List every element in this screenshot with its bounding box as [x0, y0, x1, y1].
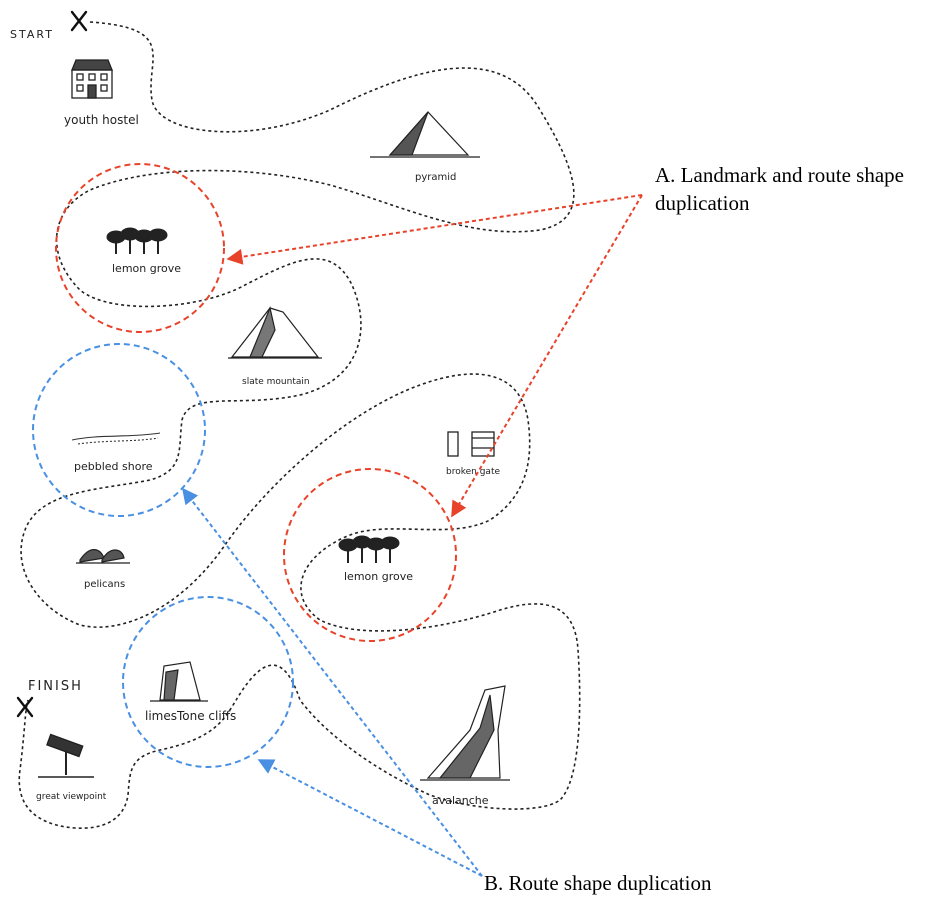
great-viewpoint-icon	[38, 733, 94, 778]
landmark-duplication-circle	[283, 468, 457, 642]
annotation-a-line2: duplication	[655, 191, 750, 215]
pyramid-icon	[370, 111, 480, 158]
pyramid-label: pyramid	[415, 172, 456, 183]
start-label: START	[10, 28, 54, 41]
slate-mountain-label: slate mountain	[242, 377, 310, 387]
pebbled-shore-icon	[71, 432, 161, 445]
avalanche-icon	[420, 685, 510, 781]
annotation-a-line1: A. Landmark and route shape	[655, 163, 904, 187]
landmark-duplication-arrow	[226, 194, 643, 265]
lemon-grove-label: lemon grove	[112, 262, 181, 275]
lemon-grove-icon	[338, 535, 400, 563]
finish-x-icon	[16, 696, 34, 718]
slate-mountain-icon	[228, 306, 322, 359]
pelicans-label: pelicans	[84, 579, 125, 590]
limestone-cliffs-label: limesTone cliffs	[145, 709, 236, 723]
finish-label: FINISH	[28, 679, 83, 694]
youth-hostel-icon	[71, 59, 113, 99]
route-duplication-arrow	[182, 487, 483, 877]
route-path	[18, 21, 581, 829]
broken-gate-label: broken gate	[446, 467, 500, 477]
pebbled-shore-label: pebbled shore	[74, 460, 153, 473]
annotation-b: B. Route shape duplication	[484, 871, 712, 895]
start-x-icon	[70, 10, 88, 32]
avalanche-label: avalanche	[432, 794, 489, 807]
youth-hostel-label: youth hostel	[64, 113, 139, 127]
lemon-grove-icon	[106, 227, 168, 254]
lemon-grove-label: lemon grove	[344, 570, 413, 583]
route-duplication-circle	[122, 596, 294, 768]
landmark-duplication-circle	[55, 163, 225, 333]
route-duplication-circle	[32, 343, 206, 517]
great-viewpoint-label: great viewpoint	[36, 792, 107, 802]
pelicans-icon	[76, 549, 130, 564]
limestone-cliffs-icon	[150, 661, 208, 702]
broken-gate-icon	[447, 431, 495, 457]
landmark-duplication-arrow	[451, 194, 643, 518]
